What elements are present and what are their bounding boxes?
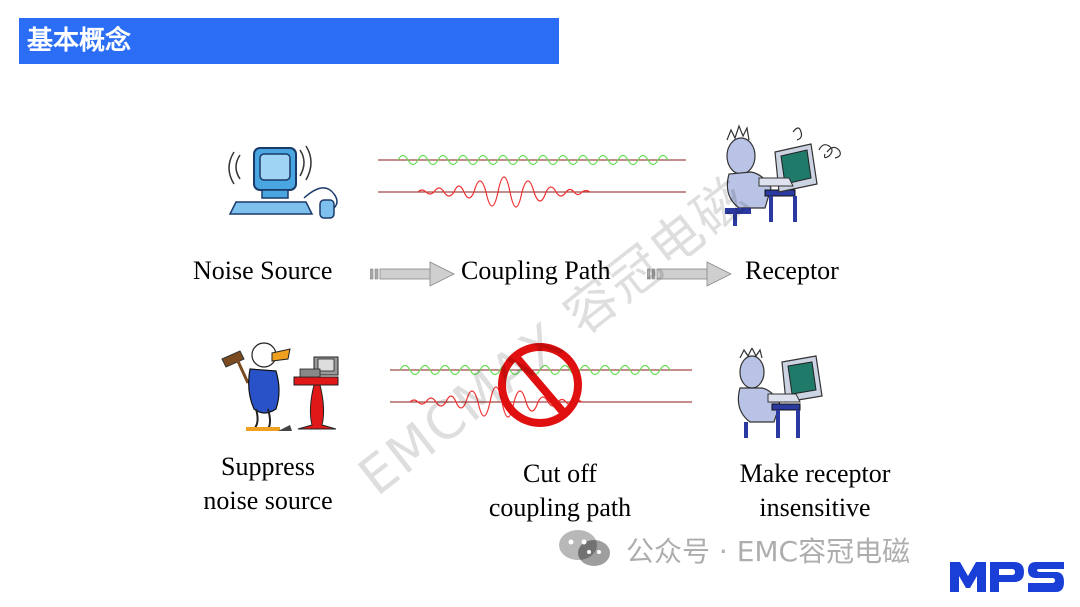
arrow-right-icon [647, 261, 732, 287]
cut-off-line-2: coupling path [488, 493, 632, 522]
make-insensitive-line-1: Make receptor [739, 459, 891, 488]
noise-source-label: Noise Source [193, 256, 333, 285]
cut-off-caption: Cut off coupling path [475, 459, 645, 523]
footer-watermark-text: 公众号 · EMC容冠电磁 [626, 535, 911, 568]
mps-logo [950, 562, 1064, 592]
suppress-line-1: Suppress [221, 452, 315, 481]
receptor-person-icon [725, 124, 841, 226]
cut-off-line-1: Cut off [523, 459, 597, 488]
make-insensitive-line-2: insensitive [759, 493, 871, 522]
suppress-line-2: noise source [203, 486, 333, 515]
coupling-waves [378, 154, 686, 208]
title-bar: 基本概念 [19, 18, 559, 64]
wechat-icon [559, 530, 610, 566]
duck-hammer-icon [221, 342, 339, 431]
suppress-caption: Suppress noise source [193, 452, 343, 516]
computer-clipart-icon [228, 145, 338, 219]
blocked-coupling-waves [390, 364, 692, 418]
page-title: 基本概念 [27, 26, 132, 56]
receptor-label: Receptor [745, 256, 839, 285]
coupling-path-label: Coupling Path [461, 256, 611, 285]
insensitive-receptor-icon [737, 348, 823, 438]
arrow-right-icon [370, 261, 455, 287]
no-sign-icon [498, 343, 582, 427]
make-insensitive-caption: Make receptor insensitive [725, 459, 905, 523]
